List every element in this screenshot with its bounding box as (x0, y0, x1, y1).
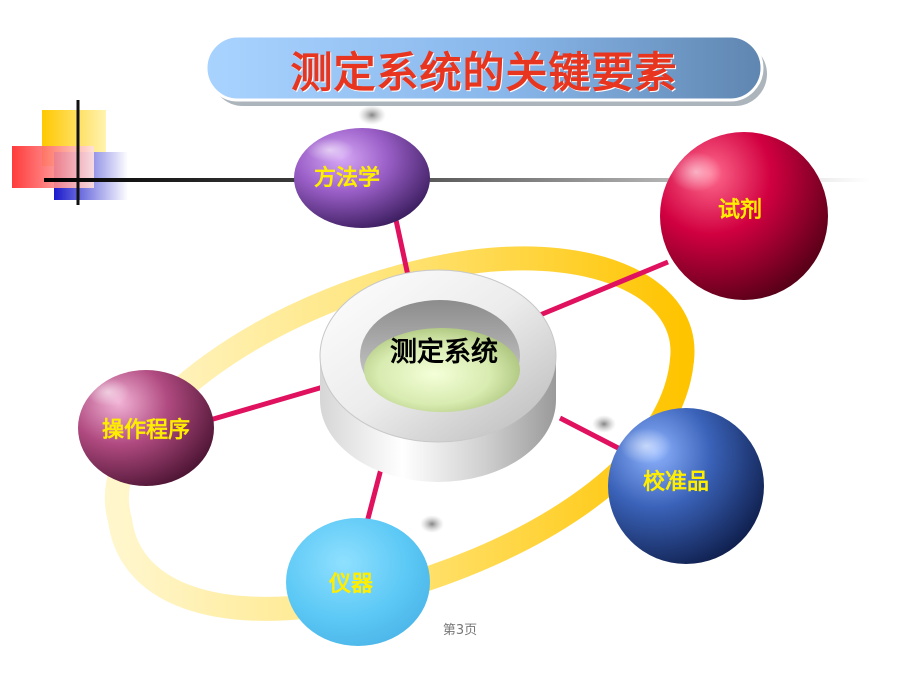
node-calibrator (608, 408, 764, 564)
decorative-squares (12, 100, 128, 205)
node-procedure (78, 370, 214, 486)
node-methodology (294, 128, 430, 228)
procedure-label: 操作程序 (101, 418, 190, 443)
connector-procedure (209, 382, 331, 423)
sphere-shadow (420, 515, 444, 533)
instrument-label: 仪器 (328, 572, 373, 597)
cylinder-inner-floor (364, 328, 520, 412)
methodology-label: 方法学 (313, 166, 380, 191)
sphere-shadow (358, 105, 386, 125)
reagent-label: 试剂 (717, 198, 762, 223)
horizontal-rule (44, 178, 870, 182)
page-number: 第3页 (442, 623, 478, 638)
calibrator-label: 校准品 (642, 470, 709, 495)
center-cylinder (319, 269, 557, 482)
sphere-highlight (306, 138, 354, 162)
center-node-label: 测定系统 (390, 336, 498, 368)
instrument-sphere (286, 518, 430, 646)
sphere-highlight (620, 428, 672, 464)
connector-reagent (539, 259, 669, 318)
node-reagent (660, 132, 828, 300)
sphere-highlight (670, 152, 722, 192)
connector-calibrator (558, 415, 624, 453)
title-bar (204, 34, 764, 102)
sphere-highlight (86, 378, 130, 406)
sphere-shadow (592, 415, 616, 433)
node-instrument (286, 518, 430, 646)
page-title: 测定系统的关键要素 (290, 47, 678, 97)
